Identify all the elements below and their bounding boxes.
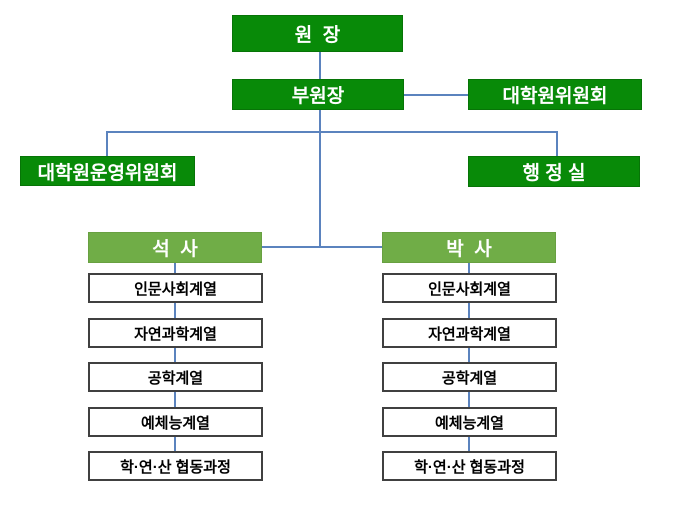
doctoral-program-box: 학·연·산 협동과정 bbox=[382, 451, 557, 481]
doctoral-label: 박 사 bbox=[446, 239, 492, 260]
doctoral-program-box: 인문사회계열 bbox=[382, 273, 557, 303]
doctoral-program-box: 예체능계열 bbox=[382, 407, 557, 437]
connector-doctoral-program-4 bbox=[468, 437, 470, 451]
masters-program-label: 자연과학계열 bbox=[134, 325, 217, 343]
masters-program-box: 자연과학계열 bbox=[88, 318, 263, 348]
masters-program-label: 예체능계열 bbox=[140, 414, 210, 432]
connector-vice-graduate-committee bbox=[404, 94, 468, 96]
connector-drop-operating-committee bbox=[106, 131, 108, 156]
connector-masters-doctoral bbox=[262, 246, 382, 248]
masters-program-box: 예체능계열 bbox=[88, 407, 263, 437]
masters-program-label: 인문사회계열 bbox=[134, 280, 217, 298]
graduate-committee-box: 대학원위원회 bbox=[468, 79, 642, 110]
masters-program-label: 공학계열 bbox=[147, 369, 204, 387]
connector-center-trunk bbox=[319, 110, 321, 247]
admin-office-label: 행 정 실 bbox=[522, 163, 586, 184]
doctoral-program-box: 공학계열 bbox=[382, 362, 557, 392]
doctoral-program-box: 자연과학계열 bbox=[382, 318, 557, 348]
vice-director-box: 부원장 bbox=[232, 79, 404, 110]
doctoral-program-label: 학·연·산 협동과정 bbox=[414, 458, 525, 476]
masters-program-box: 학·연·산 협동과정 bbox=[88, 451, 263, 481]
masters-program-box: 공학계열 bbox=[88, 362, 263, 392]
connector-director-vice bbox=[319, 52, 321, 79]
operating-committee-box: 대학원운영위원회 bbox=[20, 156, 195, 186]
connector-doctoral-program-3 bbox=[468, 392, 470, 407]
admin-office-box: 행 정 실 bbox=[468, 156, 640, 187]
connector-doctoral-program-2 bbox=[468, 348, 470, 362]
doctoral-program-label: 예체능계열 bbox=[434, 414, 504, 432]
doctoral-program-label: 자연과학계열 bbox=[428, 325, 511, 343]
vice-director-label: 부원장 bbox=[291, 86, 345, 107]
operating-committee-label: 대학원운영위원회 bbox=[37, 162, 178, 184]
connector-masters-program-4 bbox=[174, 437, 176, 451]
doctoral-box: 박 사 bbox=[382, 232, 556, 263]
connector-drop-admin-office bbox=[556, 131, 558, 156]
connector-doctoral-program-0 bbox=[468, 263, 470, 273]
connector-masters-program-1 bbox=[174, 303, 176, 318]
graduate-committee-label: 대학원위원회 bbox=[502, 86, 608, 107]
connector-masters-program-2 bbox=[174, 348, 176, 362]
connector-masters-program-3 bbox=[174, 392, 176, 407]
connector-doctoral-program-1 bbox=[468, 303, 470, 318]
masters-box: 석 사 bbox=[88, 232, 262, 263]
connector-row3-horizontal bbox=[106, 131, 557, 133]
director-label: 원 장 bbox=[294, 25, 341, 46]
doctoral-program-label: 인문사회계열 bbox=[428, 280, 511, 298]
masters-label: 석 사 bbox=[152, 239, 198, 260]
connector-masters-program-0 bbox=[174, 263, 176, 273]
masters-program-box: 인문사회계열 bbox=[88, 273, 263, 303]
masters-program-label: 학·연·산 협동과정 bbox=[120, 458, 231, 476]
director-box: 원 장 bbox=[232, 15, 403, 52]
doctoral-program-label: 공학계열 bbox=[441, 369, 498, 387]
